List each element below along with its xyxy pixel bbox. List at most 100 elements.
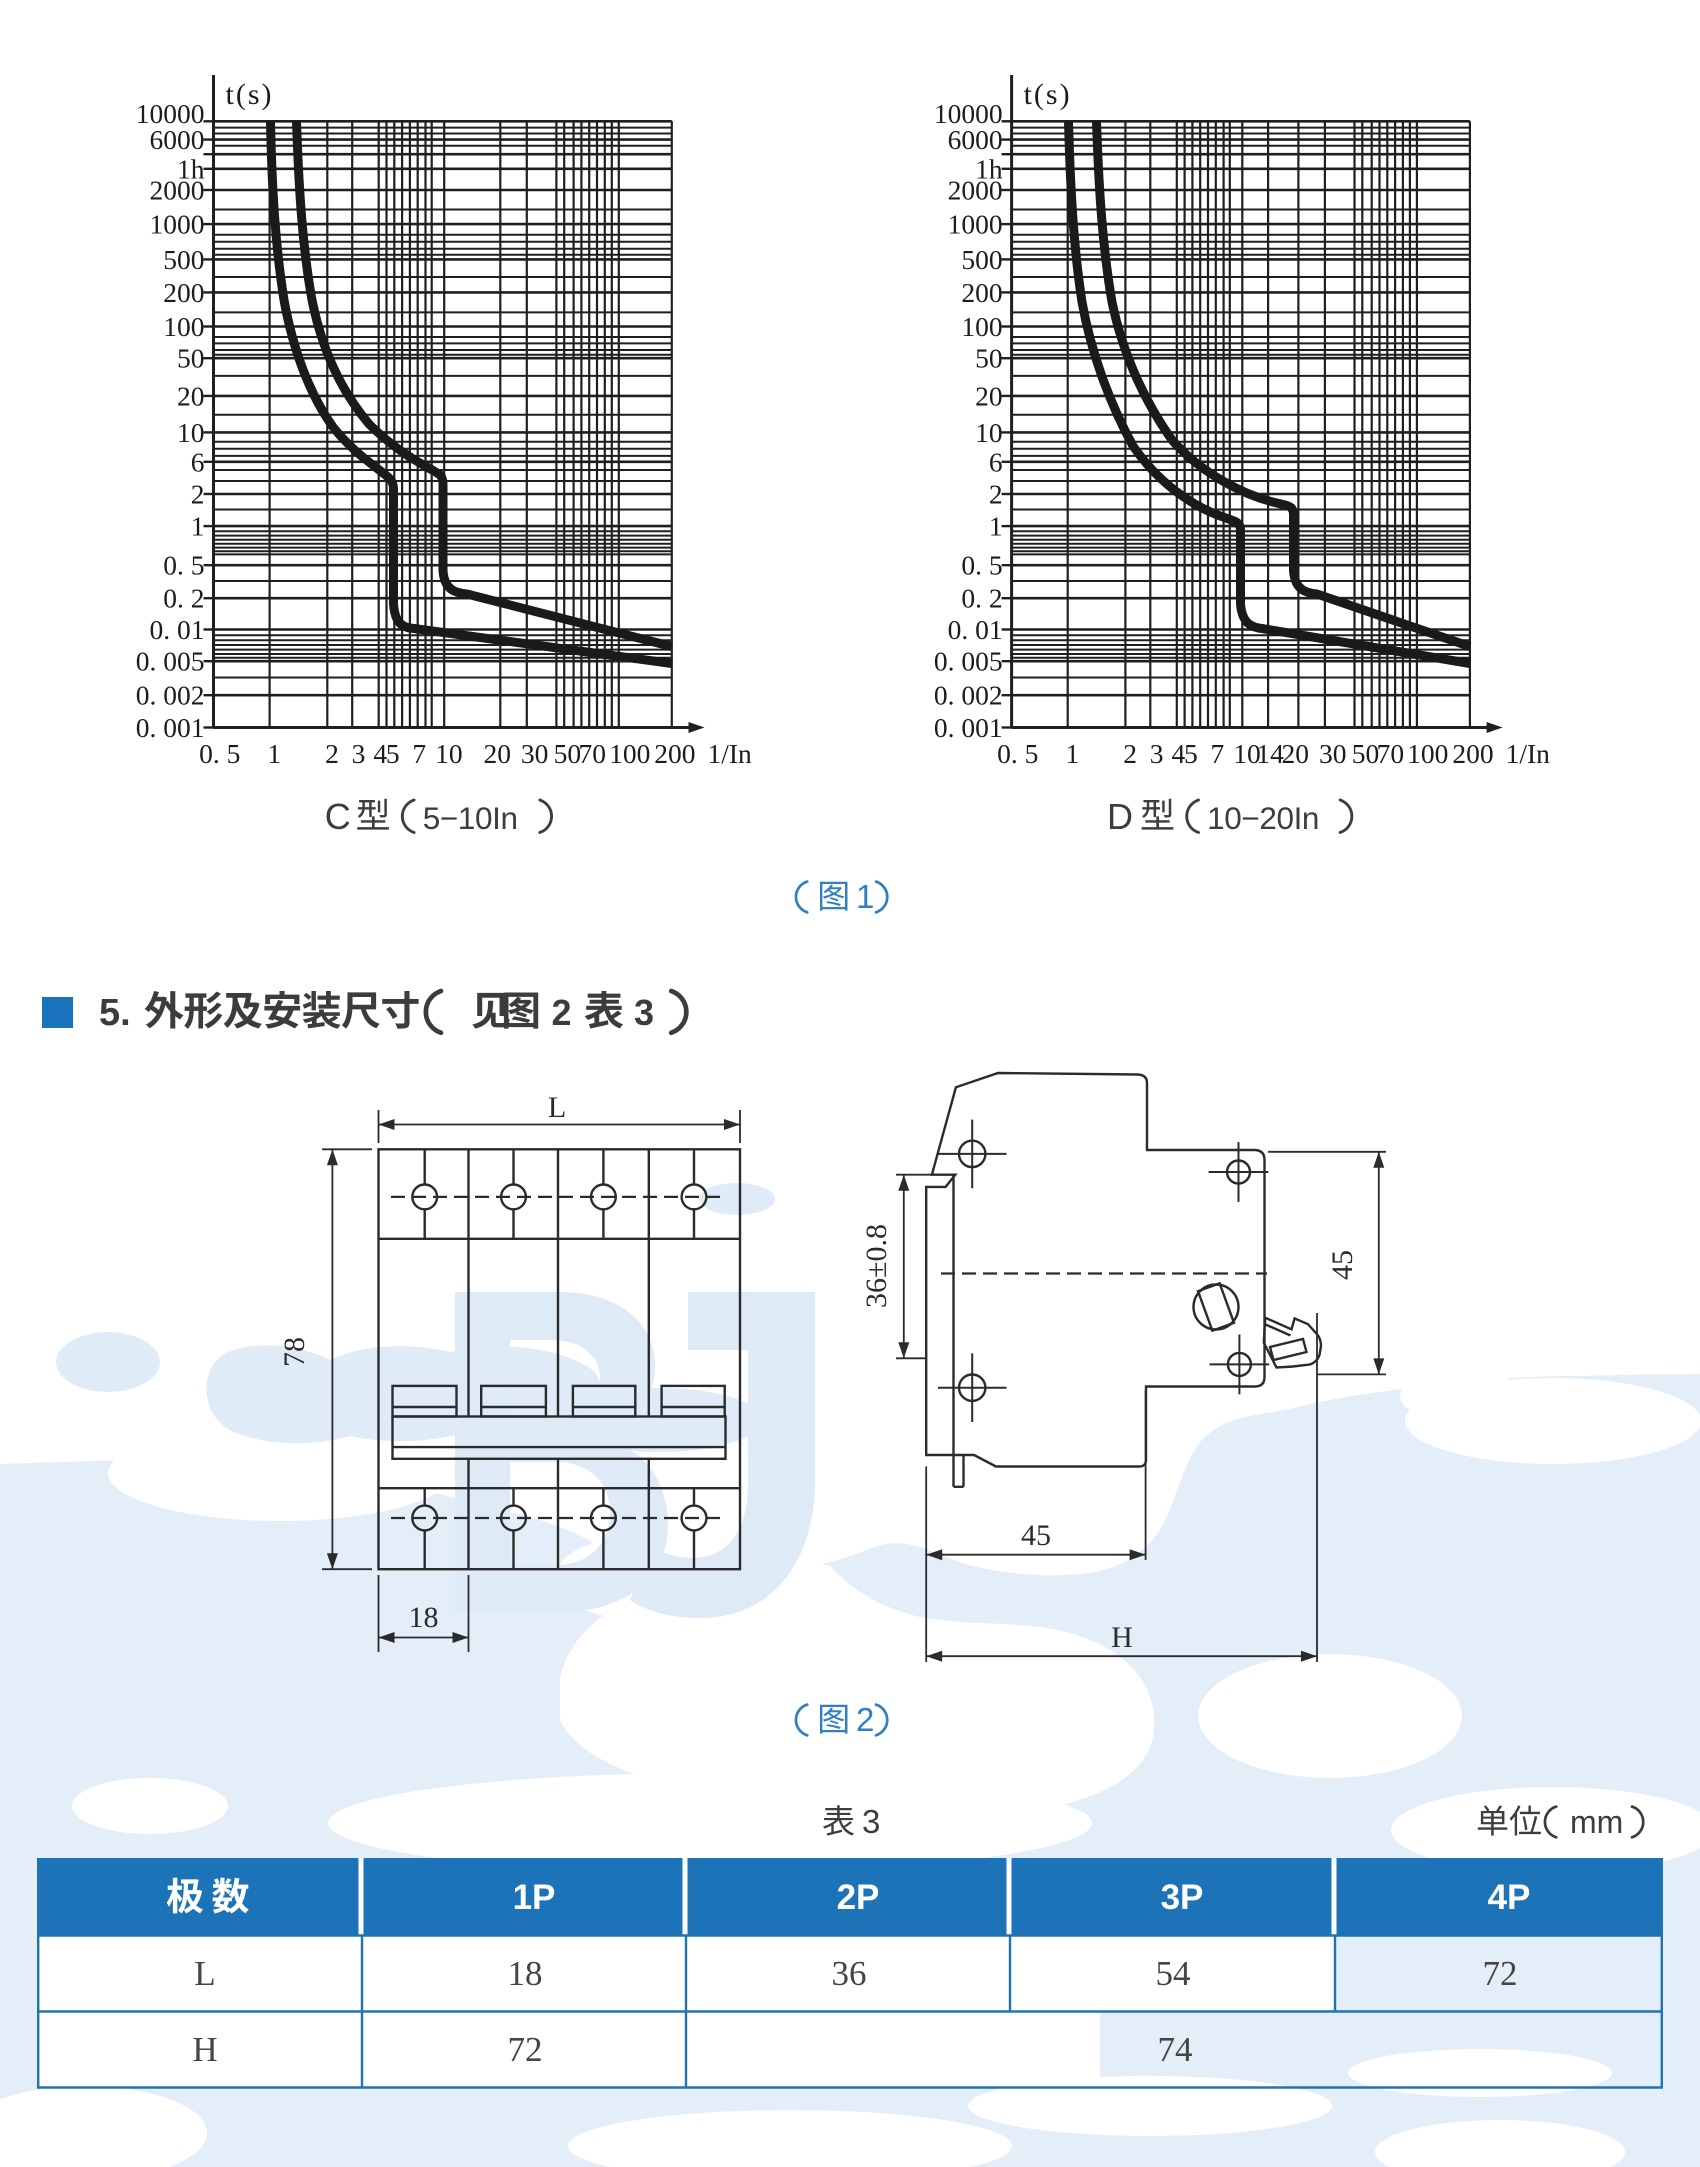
svg-text:0. 5: 0. 5	[961, 550, 1002, 581]
svg-text:70: 70	[579, 738, 607, 769]
svg-text:1: 1	[856, 878, 874, 915]
svg-text:7: 7	[412, 738, 426, 769]
svg-text:72: 72	[1483, 1954, 1518, 1993]
svg-text:1000: 1000	[948, 209, 1003, 240]
svg-text:4: 4	[373, 738, 387, 769]
svg-text:100: 100	[1407, 738, 1448, 769]
svg-text:0. 002: 0. 002	[136, 680, 205, 711]
svg-text:2: 2	[552, 992, 572, 1033]
svg-text:50: 50	[975, 343, 1003, 374]
svg-text:100: 100	[609, 738, 650, 769]
svg-text:30: 30	[1319, 738, 1347, 769]
svg-text:2: 2	[856, 1701, 874, 1738]
svg-text:2: 2	[989, 479, 1003, 510]
svg-text:1P: 1P	[513, 1878, 556, 1917]
svg-text:200: 200	[1452, 738, 1493, 769]
svg-text:5.: 5.	[99, 992, 131, 1034]
svg-text:78: 78	[278, 1337, 311, 1367]
svg-text:3: 3	[634, 992, 654, 1033]
svg-text:2P: 2P	[837, 1878, 880, 1917]
svg-text:3: 3	[352, 738, 366, 769]
svg-text:200: 200	[163, 277, 204, 308]
svg-text:10−20In: 10−20In	[1207, 800, 1319, 836]
svg-text:6: 6	[191, 446, 205, 477]
svg-text:20: 20	[483, 738, 511, 769]
svg-text:20: 20	[1282, 738, 1310, 769]
svg-text:5−10In: 5−10In	[423, 800, 518, 836]
svg-text:14: 14	[1256, 738, 1284, 769]
svg-text:0. 01: 0. 01	[948, 614, 1003, 645]
svg-text:L: L	[548, 1091, 566, 1124]
svg-text:200: 200	[654, 738, 695, 769]
svg-text:2: 2	[325, 738, 339, 769]
svg-text:0. 005: 0. 005	[934, 646, 1003, 677]
svg-text:10: 10	[435, 738, 463, 769]
svg-text:2000: 2000	[948, 175, 1003, 206]
svg-text:500: 500	[163, 244, 204, 275]
svg-text:3: 3	[1150, 738, 1164, 769]
svg-text:4: 4	[1172, 738, 1186, 769]
svg-text:C: C	[325, 796, 351, 837]
svg-text:1: 1	[191, 511, 205, 542]
svg-text:1h: 1h	[975, 153, 1003, 184]
svg-text:45: 45	[1021, 1519, 1051, 1552]
svg-text:45: 45	[1326, 1250, 1359, 1280]
svg-text:20: 20	[177, 380, 205, 411]
svg-text:200: 200	[961, 277, 1002, 308]
svg-text:0. 2: 0. 2	[961, 583, 1002, 614]
svg-text:mm: mm	[1570, 1804, 1623, 1840]
svg-text:100: 100	[961, 311, 1002, 342]
svg-text:H: H	[1111, 1621, 1133, 1654]
svg-text:10: 10	[177, 417, 205, 448]
svg-text:1000: 1000	[150, 209, 205, 240]
svg-text:18: 18	[508, 1954, 543, 1993]
svg-text:t(s): t(s)	[226, 78, 274, 111]
svg-text:H: H	[192, 2030, 217, 2069]
svg-text:6000: 6000	[150, 124, 205, 155]
svg-text:7: 7	[1211, 738, 1225, 769]
svg-text:50: 50	[554, 738, 582, 769]
svg-text:0. 01: 0. 01	[150, 614, 205, 645]
svg-text:36: 36	[832, 1954, 867, 1993]
svg-text:1h: 1h	[177, 153, 205, 184]
svg-text:10000: 10000	[136, 98, 205, 129]
svg-text:50: 50	[1352, 738, 1380, 769]
svg-text:1: 1	[1066, 738, 1080, 769]
svg-text:0. 001: 0. 001	[934, 712, 1003, 743]
svg-text:70: 70	[1377, 738, 1405, 769]
svg-text:100: 100	[163, 311, 204, 342]
svg-text:1/In: 1/In	[708, 738, 753, 769]
svg-text:4P: 4P	[1488, 1878, 1531, 1917]
svg-text:2: 2	[1123, 738, 1137, 769]
svg-text:0. 005: 0. 005	[136, 646, 205, 677]
svg-text:0. 001: 0. 001	[136, 712, 205, 743]
svg-text:0. 2: 0. 2	[163, 583, 204, 614]
svg-text:10: 10	[1233, 738, 1261, 769]
svg-text:5: 5	[1184, 738, 1198, 769]
svg-text:36±0.8: 36±0.8	[860, 1224, 893, 1308]
svg-text:74: 74	[1158, 2030, 1193, 2069]
svg-text:6: 6	[989, 446, 1003, 477]
svg-text:500: 500	[961, 244, 1002, 275]
svg-text:18: 18	[409, 1601, 439, 1634]
svg-text:20: 20	[975, 380, 1003, 411]
svg-text:0. 002: 0. 002	[934, 680, 1003, 711]
svg-text:50: 50	[177, 343, 205, 374]
svg-text:1: 1	[989, 511, 1003, 542]
svg-text:10000: 10000	[934, 98, 1003, 129]
svg-text:3P: 3P	[1161, 1878, 1204, 1917]
svg-text:1/In: 1/In	[1506, 738, 1551, 769]
svg-text:1: 1	[267, 738, 281, 769]
svg-text:10: 10	[975, 417, 1003, 448]
svg-text:0. 5: 0. 5	[163, 550, 204, 581]
svg-text:72: 72	[508, 2030, 543, 2069]
svg-text:D: D	[1107, 796, 1133, 837]
svg-text:6000: 6000	[948, 124, 1003, 155]
svg-text:54: 54	[1156, 1954, 1191, 1993]
svg-text:3: 3	[862, 1803, 880, 1840]
svg-text:30: 30	[521, 738, 549, 769]
svg-text:2000: 2000	[150, 175, 205, 206]
svg-text:0. 5: 0. 5	[997, 738, 1038, 769]
svg-text:0. 5: 0. 5	[199, 738, 240, 769]
svg-text:L: L	[194, 1954, 215, 1993]
